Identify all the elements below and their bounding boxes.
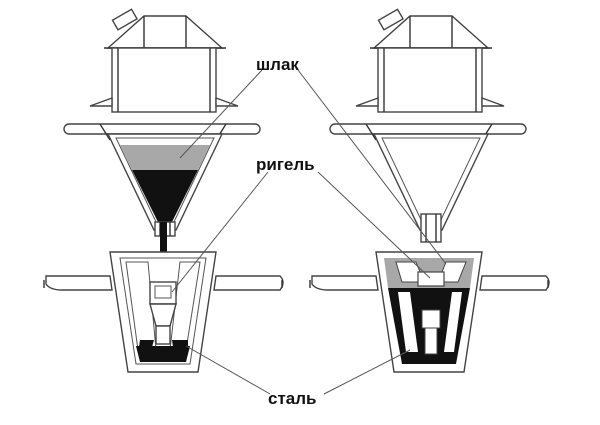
right-vessel-box	[355, 47, 505, 113]
left-vessel-box	[89, 47, 239, 113]
leader-beam-left	[171, 171, 269, 293]
left-funnel-slag	[120, 145, 210, 170]
label-steel: сталь	[268, 389, 317, 408]
label-slag: шлак	[256, 55, 299, 74]
right-assembly	[309, 8, 550, 373]
right-mould	[309, 251, 550, 373]
leader-lines	[171, 69, 447, 395]
leader-slag-left	[179, 69, 263, 159]
right-hood	[370, 8, 492, 49]
left-steel-stream	[160, 222, 167, 280]
left-funnel-steel	[132, 170, 198, 222]
left-assembly	[43, 8, 284, 373]
leader-beam-right	[317, 171, 431, 279]
leader-steel-left	[185, 345, 271, 395]
right-funnel	[372, 133, 490, 243]
label-beam: ригель	[256, 155, 315, 174]
left-funnel	[106, 133, 224, 237]
left-hood	[104, 8, 226, 49]
leader-steel-right	[323, 349, 411, 395]
left-mould	[43, 251, 284, 373]
leader-slag-right	[297, 69, 447, 265]
